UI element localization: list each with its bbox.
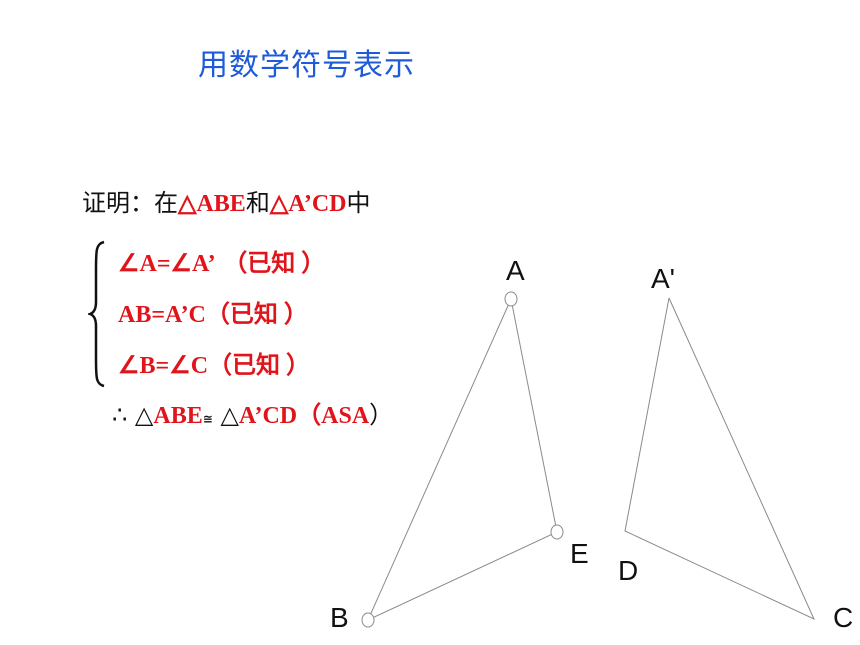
condition-reason: （已知 ） [205, 302, 308, 328]
triangle-abe [366, 298, 558, 622]
proof-intro-line: 证明：在△ABE和△A’CD中 [82, 183, 370, 218]
point-label-b: B [330, 602, 349, 633]
condition-reason: （已知 ） [208, 353, 311, 379]
point-label-a-prime: A' [651, 263, 675, 294]
point-e-marker [550, 524, 564, 540]
page-title: 用数学符号表示 [198, 48, 415, 83]
triangle-acd-name: A’CD [238, 403, 298, 429]
triangle-symbol: △ [134, 401, 154, 429]
triangle-acd-label: △A’CD [269, 191, 347, 217]
point-b-marker [361, 612, 375, 628]
congruent-symbol: ≅ [202, 412, 213, 426]
point-label-e: E [570, 538, 589, 569]
point-a-marker [504, 291, 518, 307]
condition-statement: ∠A=∠A’ [118, 251, 216, 277]
reason-open-paren: （ [297, 403, 322, 429]
reason-asa: ASA [321, 403, 370, 429]
condition-reason: （已知 ） [223, 251, 326, 277]
proof-suffix: 中 [346, 189, 371, 217]
triangle-abe-name: ABE [153, 403, 203, 429]
condition-row: AB=A’C（已知 ） [118, 294, 308, 329]
condition-row: ∠B=∠C（已知 ） [118, 345, 310, 380]
triangle-symbol: △ [220, 401, 239, 429]
condition-row: ∠A=∠A’ （已知 ） [118, 243, 325, 278]
therefore-symbol: ∴ [112, 401, 128, 429]
conclusion-line: ∴ △ABE≅ △A’CD（ASA） [112, 395, 393, 430]
proof-prefix: 证明：在 [82, 189, 178, 217]
triangle-abe-label: △ABE [178, 191, 246, 217]
point-label-a: A [506, 255, 525, 286]
triangle-acd [624, 297, 816, 621]
condition-statement: AB=A’C [118, 302, 206, 328]
left-brace [88, 240, 105, 388]
condition-statement: ∠B=∠C [118, 353, 209, 379]
proof-conjunction: 和 [245, 189, 270, 217]
point-label-d: D [618, 555, 638, 586]
reason-close-paren: ） [369, 401, 394, 429]
point-label-c: C [833, 602, 853, 633]
